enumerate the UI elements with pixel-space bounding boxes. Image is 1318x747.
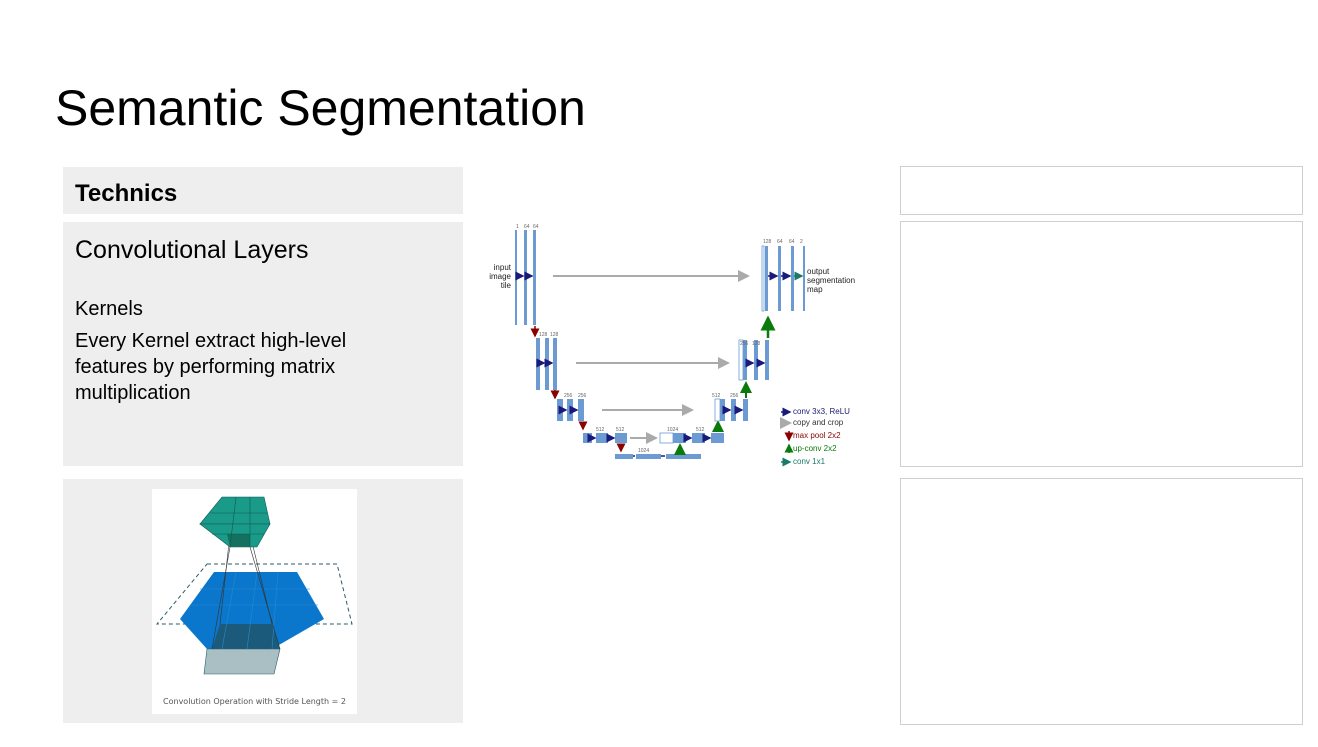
ch-r1-4: 2 [800, 239, 803, 245]
convolution-diagram: Convolution Operation with Stride Length… [152, 489, 357, 714]
ch-l3-2: 256 [578, 393, 587, 399]
unet-architecture: input image tile 1 64 64 128 128 256 256 [489, 224, 855, 467]
empty-box-top [900, 166, 1303, 215]
ch-l3-1: 256 [564, 393, 573, 399]
output-label-2: segmentation [807, 276, 855, 285]
padding-outline [155, 563, 353, 625]
technics-header: Technics [63, 167, 463, 214]
technics-content: Convolutional Layers Kernels Every Kerne… [63, 222, 463, 466]
section-subheading: Kernels [75, 298, 143, 320]
legend-conv: conv 3x3, ReLU [793, 407, 850, 416]
ch-r1-3: 64 [789, 239, 795, 245]
empty-box-bottom [900, 478, 1303, 725]
fmap-l1-c [533, 230, 536, 325]
fmap-l1-b [524, 230, 527, 325]
ch-l1-1: 1 [516, 224, 519, 230]
ch-r3-1: 512 [712, 393, 721, 399]
ch-l2-2: 128 [550, 332, 559, 338]
unet-diagram: input image tile 1 64 64 128 128 256 256 [478, 218, 878, 478]
convolution-image-card: Convolution Operation with Stride Length… [63, 479, 463, 723]
unet-legend: conv 3x3, ReLU copy and crop max pool 2x… [780, 407, 850, 467]
input-label-2: image [489, 272, 511, 281]
fmap-l1-a [515, 230, 517, 325]
ch-l2-1: 128 [539, 332, 548, 338]
input-grid [180, 572, 324, 619]
slide-title: Semantic Segmentation [55, 80, 586, 136]
ch-r1-2: 64 [777, 239, 783, 245]
ch-r4-2: 512 [696, 427, 705, 433]
fmap-l2-a [536, 338, 540, 390]
output-label-1: output [807, 267, 830, 276]
convolution-illustration [155, 496, 353, 675]
legend-upconv: up-conv 2x2 [793, 444, 837, 453]
grey-cells [203, 648, 281, 675]
output-cell [227, 534, 250, 547]
legend-copy: copy and crop [793, 418, 844, 427]
ch-l4-2: 512 [616, 427, 625, 433]
input-label-3: tile [501, 281, 512, 290]
technics-header-label: Technics [75, 180, 178, 207]
input-label-1: input [494, 263, 512, 272]
empty-box-middle [900, 221, 1303, 467]
ch-r4-1: 1024 [667, 427, 678, 433]
ch-l1-2: 64 [524, 224, 530, 230]
section-heading: Convolutional Layers [75, 236, 309, 264]
ch-r2-1: 256 [740, 341, 749, 347]
ch-bottom-1: 1024 [638, 448, 649, 454]
legend-maxpool: max pool 2x2 [793, 431, 841, 440]
convolution-caption: Convolution Operation with Stride Length… [163, 697, 346, 706]
ch-r3-2: 256 [730, 393, 739, 399]
output-grid [199, 496, 271, 525]
ch-r1-1: 128 [763, 239, 772, 245]
ch-r2-2: 128 [752, 341, 761, 347]
ch-l4-1: 512 [596, 427, 605, 433]
receptive-field [212, 624, 280, 649]
output-label-3: map [807, 285, 823, 294]
section-description: Every Kernel extract high-level features… [75, 330, 347, 404]
legend-conv1x1: conv 1x1 [793, 457, 826, 466]
ch-l1-3: 64 [533, 224, 539, 230]
